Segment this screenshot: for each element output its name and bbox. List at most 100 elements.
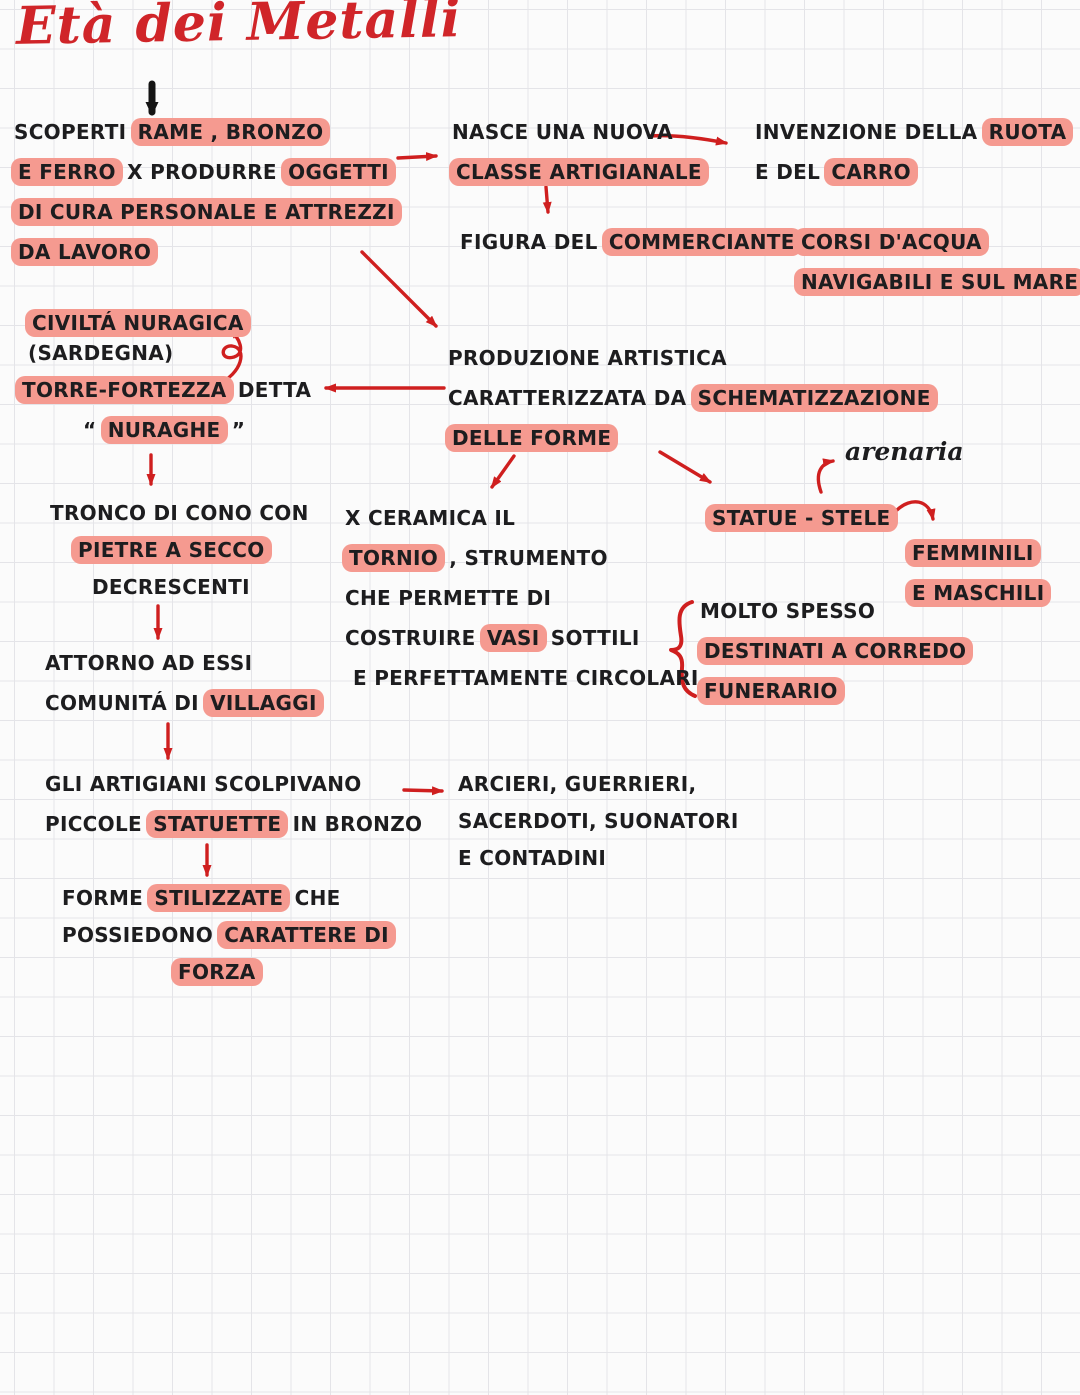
highlighted-text: E MASCHILI — [905, 579, 1052, 607]
page-title: Età dei Metalli — [15, 0, 462, 57]
note-line: SCOPERTI RAME , BRONZO — [14, 112, 399, 152]
note-tronco-di-cono: TRONCO DI CONO CON PIETRE A SECCO DECRES… — [50, 495, 309, 606]
text-segment: X PRODURRE — [119, 160, 285, 184]
text-segment: arenaria — [845, 437, 964, 466]
text-segment: E DEL — [755, 160, 828, 184]
note-line: ARCIERI, GUERRIERI, — [458, 766, 739, 803]
highlighted-text: VASI — [479, 624, 547, 652]
note-classe-artigianale: NASCE UNA NUOVA CLASSE ARTIGIANALE — [449, 112, 709, 192]
highlighted-text: STILIZZATE — [147, 884, 291, 912]
note-line: PICCOLE STATUETTE IN BRONZO — [45, 804, 422, 844]
note-line: NAVIGABILI E SUL MARE — [794, 262, 1080, 302]
text-segment: PRODUZIONE ARTISTICA — [448, 346, 727, 370]
note-comunita-villaggi: ATTORNO AD ESSI COMUNITÁ DI VILLAGGI — [45, 643, 324, 723]
arrow-statue-to-femminili — [895, 500, 936, 521]
note-line: CARATTERIZZATA DA SCHEMATIZZAZIONE — [448, 378, 938, 418]
text-segment: , STRUMENTO — [442, 546, 608, 570]
highlighted-text: FORZA — [171, 958, 263, 986]
note-line: FIGURA DEL COMMERCIANTE — [460, 222, 802, 262]
highlighted-text: CARRO — [824, 158, 918, 186]
note-corredo-funerario: MOLTO SPESSO DESTINATI A CORREDO FUNERAR… — [697, 591, 974, 711]
note-line: E MASCHILI — [905, 573, 1052, 613]
text-segment: ATTORNO AD ESSI — [45, 651, 253, 675]
highlighted-text: CIVILTÁ NURAGICA — [25, 309, 251, 337]
note-line: (SARDEGNA) — [28, 333, 248, 373]
text-segment: IN BRONZO — [285, 812, 423, 836]
note-arenaria: arenaria — [845, 432, 964, 472]
text-segment: DETTA — [230, 378, 312, 402]
text-segment: TRONCO DI CONO CON — [50, 501, 309, 525]
arrow-oggetti-to-classe — [396, 152, 438, 162]
highlighted-text: NURAGHE — [100, 416, 228, 444]
highlighted-text: TORNIO — [342, 544, 446, 572]
note-line: CIVILTÁ NURAGICA — [25, 303, 251, 337]
note-line: FORME STILIZZATE CHE — [62, 880, 393, 917]
note-line: DI CURA PERSONALE E ATTREZZI — [11, 192, 402, 232]
note-scoperti-metalli: SCOPERTI RAME , BRONZO E FERRO X PRODURR… — [11, 112, 402, 272]
text-segment: NASCE UNA NUOVA — [452, 120, 673, 144]
text-segment: CHE PERMETTE DI — [345, 586, 552, 610]
note-femminili-maschili: FEMMINILI E MASCHILI — [905, 533, 1052, 613]
note-artigiani-statuette: GLI ARTIGIANI SCOLPIVANO PICCOLE STATUET… — [45, 764, 422, 844]
highlighted-text: DA LAVORO — [11, 238, 159, 266]
highlighted-text: DELLE FORME — [445, 424, 619, 452]
note-line: ATTORNO AD ESSI — [45, 643, 321, 683]
text-segment: E PERFETTAMENTE CIRCOLARI — [353, 666, 699, 690]
text-segment: GLI ARTIGIANI SCOLPIVANO — [45, 772, 362, 796]
note-line: CHE PERMETTE DI — [345, 578, 699, 618]
note-produzione-artistica: PRODUZIONE ARTISTICA CARATTERIZZATA DA S… — [445, 338, 938, 458]
highlighted-text: RUOTA — [981, 118, 1074, 146]
text-segment: X CERAMICA IL — [345, 506, 516, 530]
text-segment: CHE — [287, 886, 341, 910]
text-segment: FORME — [62, 886, 151, 910]
note-line: PIETRE A SECCO — [71, 532, 309, 569]
note-line: X CERAMICA IL — [345, 498, 699, 538]
text-segment: MOLTO SPESSO — [700, 599, 876, 623]
note-line: COMUNITÁ DI VILLAGGI — [45, 683, 324, 723]
highlighted-text: FUNERARIO — [697, 677, 845, 705]
note-line: FORZA — [171, 954, 393, 991]
note-line: PRODUZIONE ARTISTICA — [448, 338, 935, 378]
highlighted-text: CORSI D'ACQUA — [794, 228, 989, 256]
note-arcieri-guerrieri: ARCIERI, GUERRIERI, SACERDOTI, SUONATORI… — [458, 766, 739, 877]
note-line: MOLTO SPESSO — [700, 591, 970, 631]
note-line: CORSI D'ACQUA — [794, 222, 1080, 262]
note-line: DELLE FORME — [445, 418, 935, 458]
note-invenzione-ruota: INVENZIONE DELLA RUOTA E DEL CARRO — [755, 112, 1074, 192]
note-line: FEMMINILI — [905, 533, 1048, 573]
note-line: TRONCO DI CONO CON — [50, 495, 309, 532]
highlighted-text: FEMMINILI — [905, 539, 1041, 567]
highlighted-text: CARATTERE DI — [217, 921, 396, 949]
text-segment: SOTTILI — [543, 626, 640, 650]
highlighted-text: E FERRO — [11, 158, 123, 186]
arrow-forme-to-ceramica — [490, 454, 516, 489]
note-torre-fortezza: TORRE-FORTEZZA DETTA “ NURAGHE ” — [15, 370, 312, 450]
text-segment: INVENZIONE DELLA — [755, 120, 985, 144]
note-line: E CONTADINI — [458, 840, 739, 877]
note-line: STATUE - STELE — [705, 498, 898, 538]
note-line: INVENZIONE DELLA RUOTA — [755, 112, 1074, 152]
note-line: FUNERARIO — [697, 671, 970, 711]
note-line: GLI ARTIGIANI SCOLPIVANO — [45, 764, 422, 804]
note-line: DA LAVORO — [11, 232, 399, 272]
note-line: E DEL CARRO — [755, 152, 1070, 192]
text-segment: CARATTERIZZATA DA — [448, 386, 694, 410]
highlighted-text: PIETRE A SECCO — [71, 536, 272, 564]
highlighted-text: COMMERCIANTE — [601, 228, 802, 256]
text-segment: E CONTADINI — [458, 846, 607, 870]
note-line: TORNIO , STRUMENTO — [342, 538, 699, 578]
note-corsi-acqua: CORSI D'ACQUA NAVIGABILI E SUL MARE — [794, 222, 1080, 302]
highlighted-text: STATUE - STELE — [705, 504, 898, 532]
note-line: “ NURAGHE ” — [83, 410, 311, 450]
text-segment: (SARDEGNA) — [28, 341, 174, 365]
note-line: E PERFETTAMENTE CIRCOLARI — [353, 658, 699, 698]
highlighted-text: NAVIGABILI E SUL MARE — [794, 268, 1080, 296]
note-line: NASCE UNA NUOVA — [452, 112, 706, 152]
text-segment: POSSIEDONO — [62, 923, 221, 947]
text-segment: “ — [83, 418, 104, 442]
highlighted-text: TORRE-FORTEZZA — [15, 376, 234, 404]
text-segment: ARCIERI, GUERRIERI, — [458, 772, 697, 796]
highlighted-text: DESTINATI A CORREDO — [697, 637, 974, 665]
highlighted-text: VILLAGGI — [203, 689, 324, 717]
note-line: DECRESCENTI — [92, 569, 309, 606]
